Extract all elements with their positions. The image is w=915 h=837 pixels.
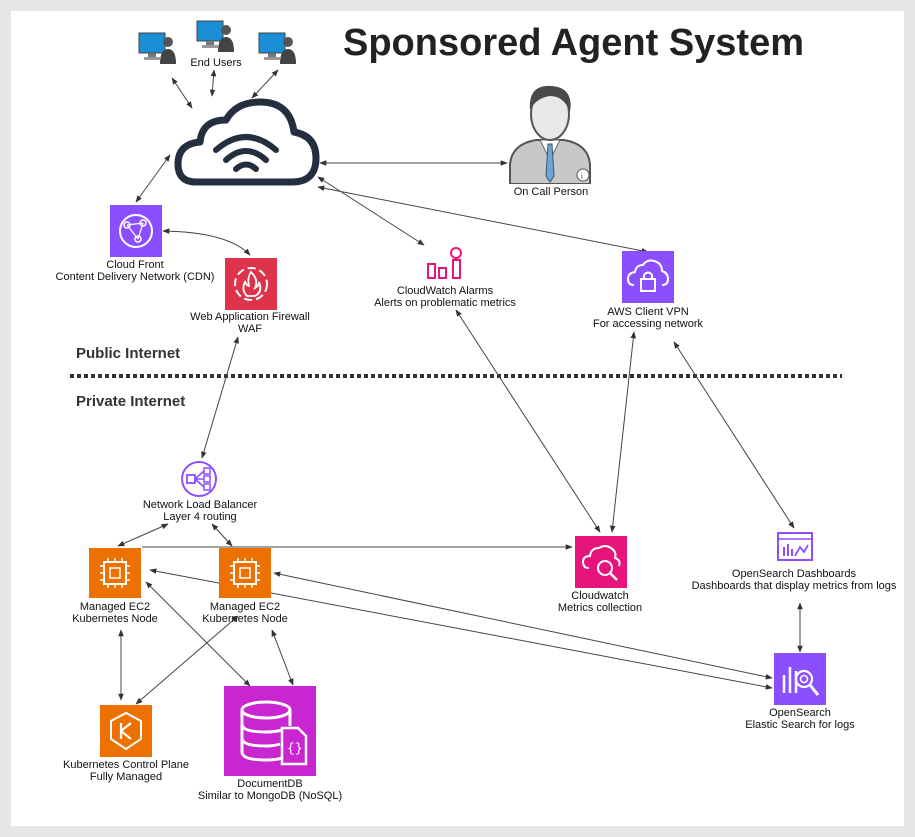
ec2-icon — [219, 548, 271, 598]
cloudwatch-icon — [575, 536, 627, 588]
on-call-label: On Call Person — [513, 186, 589, 198]
monitor-user-icon — [258, 32, 296, 64]
edge-ec2b-k8s — [135, 615, 239, 705]
documentdb-icon: {} — [224, 686, 316, 776]
edge-cloud-alarms — [317, 176, 425, 246]
load-balancer-icon — [181, 461, 217, 497]
cloud-wifi-icon — [174, 98, 320, 186]
edge-nlb-ec2a — [117, 523, 169, 547]
end-users-label: End Users — [190, 57, 242, 69]
client-vpn-icon — [622, 251, 674, 303]
businessman-icon: i — [509, 85, 591, 184]
page-title: Sponsored Agent System — [343, 22, 805, 64]
edge-vpn-cloudwatch — [609, 331, 637, 533]
zone-public-label: Public Internet — [76, 345, 181, 362]
opensearch-icon — [774, 653, 826, 705]
ec2-icon — [89, 548, 141, 598]
edge-vpn-osdash — [673, 341, 795, 529]
edge-alarms-cloudwatch — [455, 309, 601, 533]
svg-text:i: i — [581, 172, 583, 181]
edge-cloudfront-waf — [162, 228, 251, 256]
edge-ec2b-opensearch — [273, 571, 773, 680]
eks-icon — [100, 705, 152, 757]
edge-waf-nlb — [201, 336, 239, 459]
edge-user3-cloud — [251, 69, 279, 99]
edge-cloud-cloudfront — [135, 154, 171, 203]
waf-icon — [225, 258, 277, 310]
cloudwatch-alarm-icon — [427, 247, 462, 279]
zone-private-label: Private Internet — [76, 393, 186, 410]
cloudfront-icon — [110, 205, 162, 257]
edge-user2-cloud — [209, 69, 217, 97]
edge-nlb-ec2b — [211, 523, 233, 547]
monitor-user-icon — [196, 20, 234, 52]
svg-text:{}: {} — [287, 741, 303, 756]
edge-ec2b-docdb — [271, 629, 294, 686]
opensearch-dashboards-icon — [777, 532, 813, 561]
monitor-user-icon — [138, 32, 176, 64]
edge-cloud-vpn — [317, 185, 649, 254]
edge-user1-cloud — [171, 77, 193, 109]
